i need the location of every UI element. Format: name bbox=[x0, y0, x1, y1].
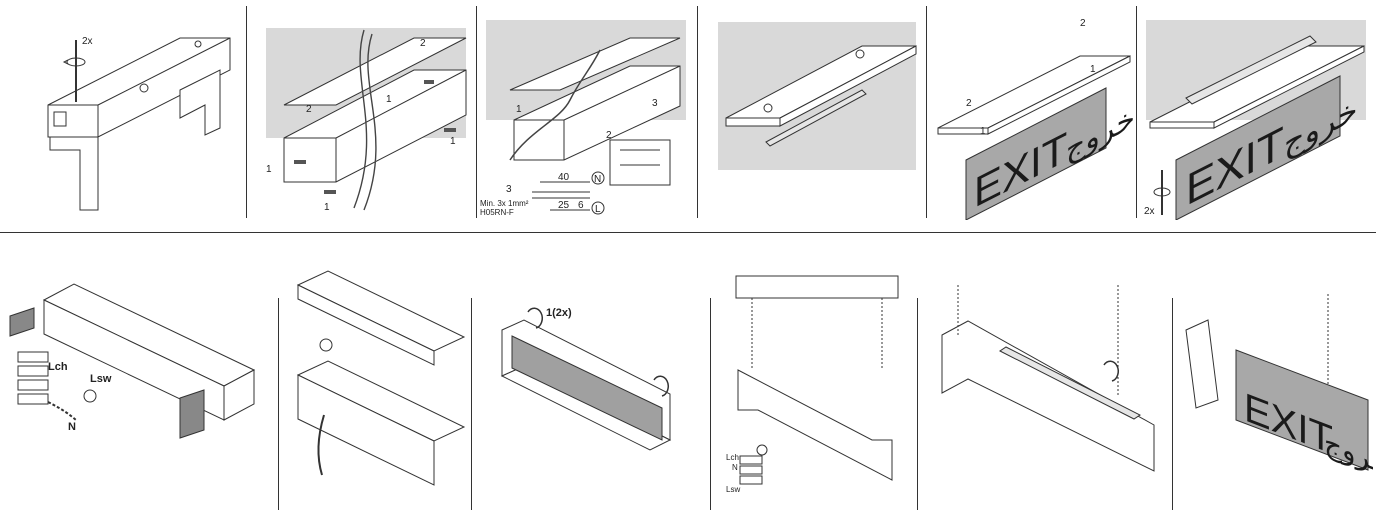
exit-sign bbox=[965, 87, 1107, 220]
step-3-diagram: N L 40 25 6 1 3 3 2 Min. 3x 1mm² H05RN-F bbox=[480, 20, 686, 217]
step-b6-diagram: EXIT خروج bbox=[1185, 294, 1373, 483]
step-2-num-d: 1 bbox=[266, 164, 272, 175]
col-divider bbox=[278, 298, 279, 510]
step-5-num-a: 2 bbox=[966, 98, 972, 109]
step-1-count: 2x bbox=[82, 36, 93, 47]
step-5-num-b: 2 bbox=[1080, 18, 1086, 29]
step-1-diagram: 2x bbox=[47, 36, 231, 211]
terminal-n: N bbox=[594, 174, 601, 185]
label-lch: Lch bbox=[48, 361, 68, 373]
col-divider bbox=[1172, 298, 1173, 510]
rotate-arrow-icon bbox=[1103, 360, 1119, 382]
tube-lamp-icon bbox=[765, 89, 867, 147]
step-6-count: 2x bbox=[1144, 206, 1155, 217]
dim-25: 25 bbox=[558, 200, 570, 211]
exit-sign bbox=[1175, 75, 1341, 220]
col-divider bbox=[1136, 6, 1137, 218]
exit-sign bbox=[1235, 349, 1369, 471]
b4-label-n: N bbox=[732, 463, 738, 472]
col-divider bbox=[476, 6, 477, 218]
tube-lamp-icon bbox=[999, 346, 1141, 420]
step-2-num-a: 2 bbox=[306, 104, 312, 115]
b4-label-lch: Lch bbox=[726, 453, 739, 462]
dim-40: 40 bbox=[558, 172, 570, 183]
cable-spec-2: H05RN-F bbox=[480, 208, 514, 217]
cable-spec-1: Min. 3x 1mm² bbox=[480, 199, 529, 208]
step-2-num-e: 1 bbox=[324, 202, 330, 213]
col-divider bbox=[697, 6, 698, 218]
step-2-num-c: 1 bbox=[386, 94, 392, 105]
terminal-block bbox=[739, 455, 763, 485]
label-n: N bbox=[68, 421, 76, 433]
terminal-block bbox=[17, 351, 49, 405]
screwdriver-icon bbox=[62, 40, 86, 102]
step-5-num-c: 1 bbox=[1090, 64, 1096, 75]
col-divider bbox=[917, 298, 918, 510]
step-b3-diagram: 1(2x) bbox=[500, 307, 672, 451]
step-3-num-b: 3 bbox=[652, 98, 658, 109]
dim-6: 6 bbox=[578, 200, 584, 211]
step-3-num-a: 1 bbox=[516, 104, 522, 115]
ground-icon bbox=[756, 444, 768, 456]
b4-label-lsw: Lsw bbox=[726, 485, 740, 494]
cable-strip-diagram bbox=[532, 181, 590, 211]
step-4-diagram bbox=[718, 22, 917, 170]
rotate-arrow-icon bbox=[1153, 170, 1171, 215]
label-lsw: Lsw bbox=[90, 373, 112, 385]
col-divider bbox=[926, 6, 927, 218]
ground-icon bbox=[83, 389, 97, 403]
step-5-diagram: EXIT خروج 2 2 1 1 bbox=[937, 18, 1135, 220]
step-2-num-f: 1 bbox=[450, 136, 456, 147]
col-divider bbox=[246, 6, 247, 218]
rotate-arrow-icon bbox=[527, 307, 669, 397]
step-b3-label: 1(2x) bbox=[546, 307, 572, 319]
step-b5-diagram bbox=[941, 285, 1155, 472]
step-2-diagram: 2 2 1 1 1 1 bbox=[266, 28, 467, 213]
row-divider bbox=[0, 232, 1376, 233]
step-3-num-d: 2 bbox=[606, 130, 612, 141]
cable-gland-icon bbox=[319, 338, 333, 352]
step-6-diagram: EXIT خروج 2x bbox=[1144, 20, 1366, 220]
step-b2-diagram bbox=[296, 270, 466, 486]
step-b1-diagram: Lch Lsw N bbox=[9, 283, 256, 439]
terminal-l: L bbox=[595, 204, 601, 215]
col-divider bbox=[471, 298, 472, 510]
step-b4-diagram: Lch N Lsw bbox=[726, 275, 899, 494]
step-5-num-d: 1 bbox=[980, 126, 986, 137]
step-2-num-b: 2 bbox=[420, 38, 426, 49]
step-3-num-c: 3 bbox=[506, 184, 512, 195]
col-divider bbox=[710, 298, 711, 510]
